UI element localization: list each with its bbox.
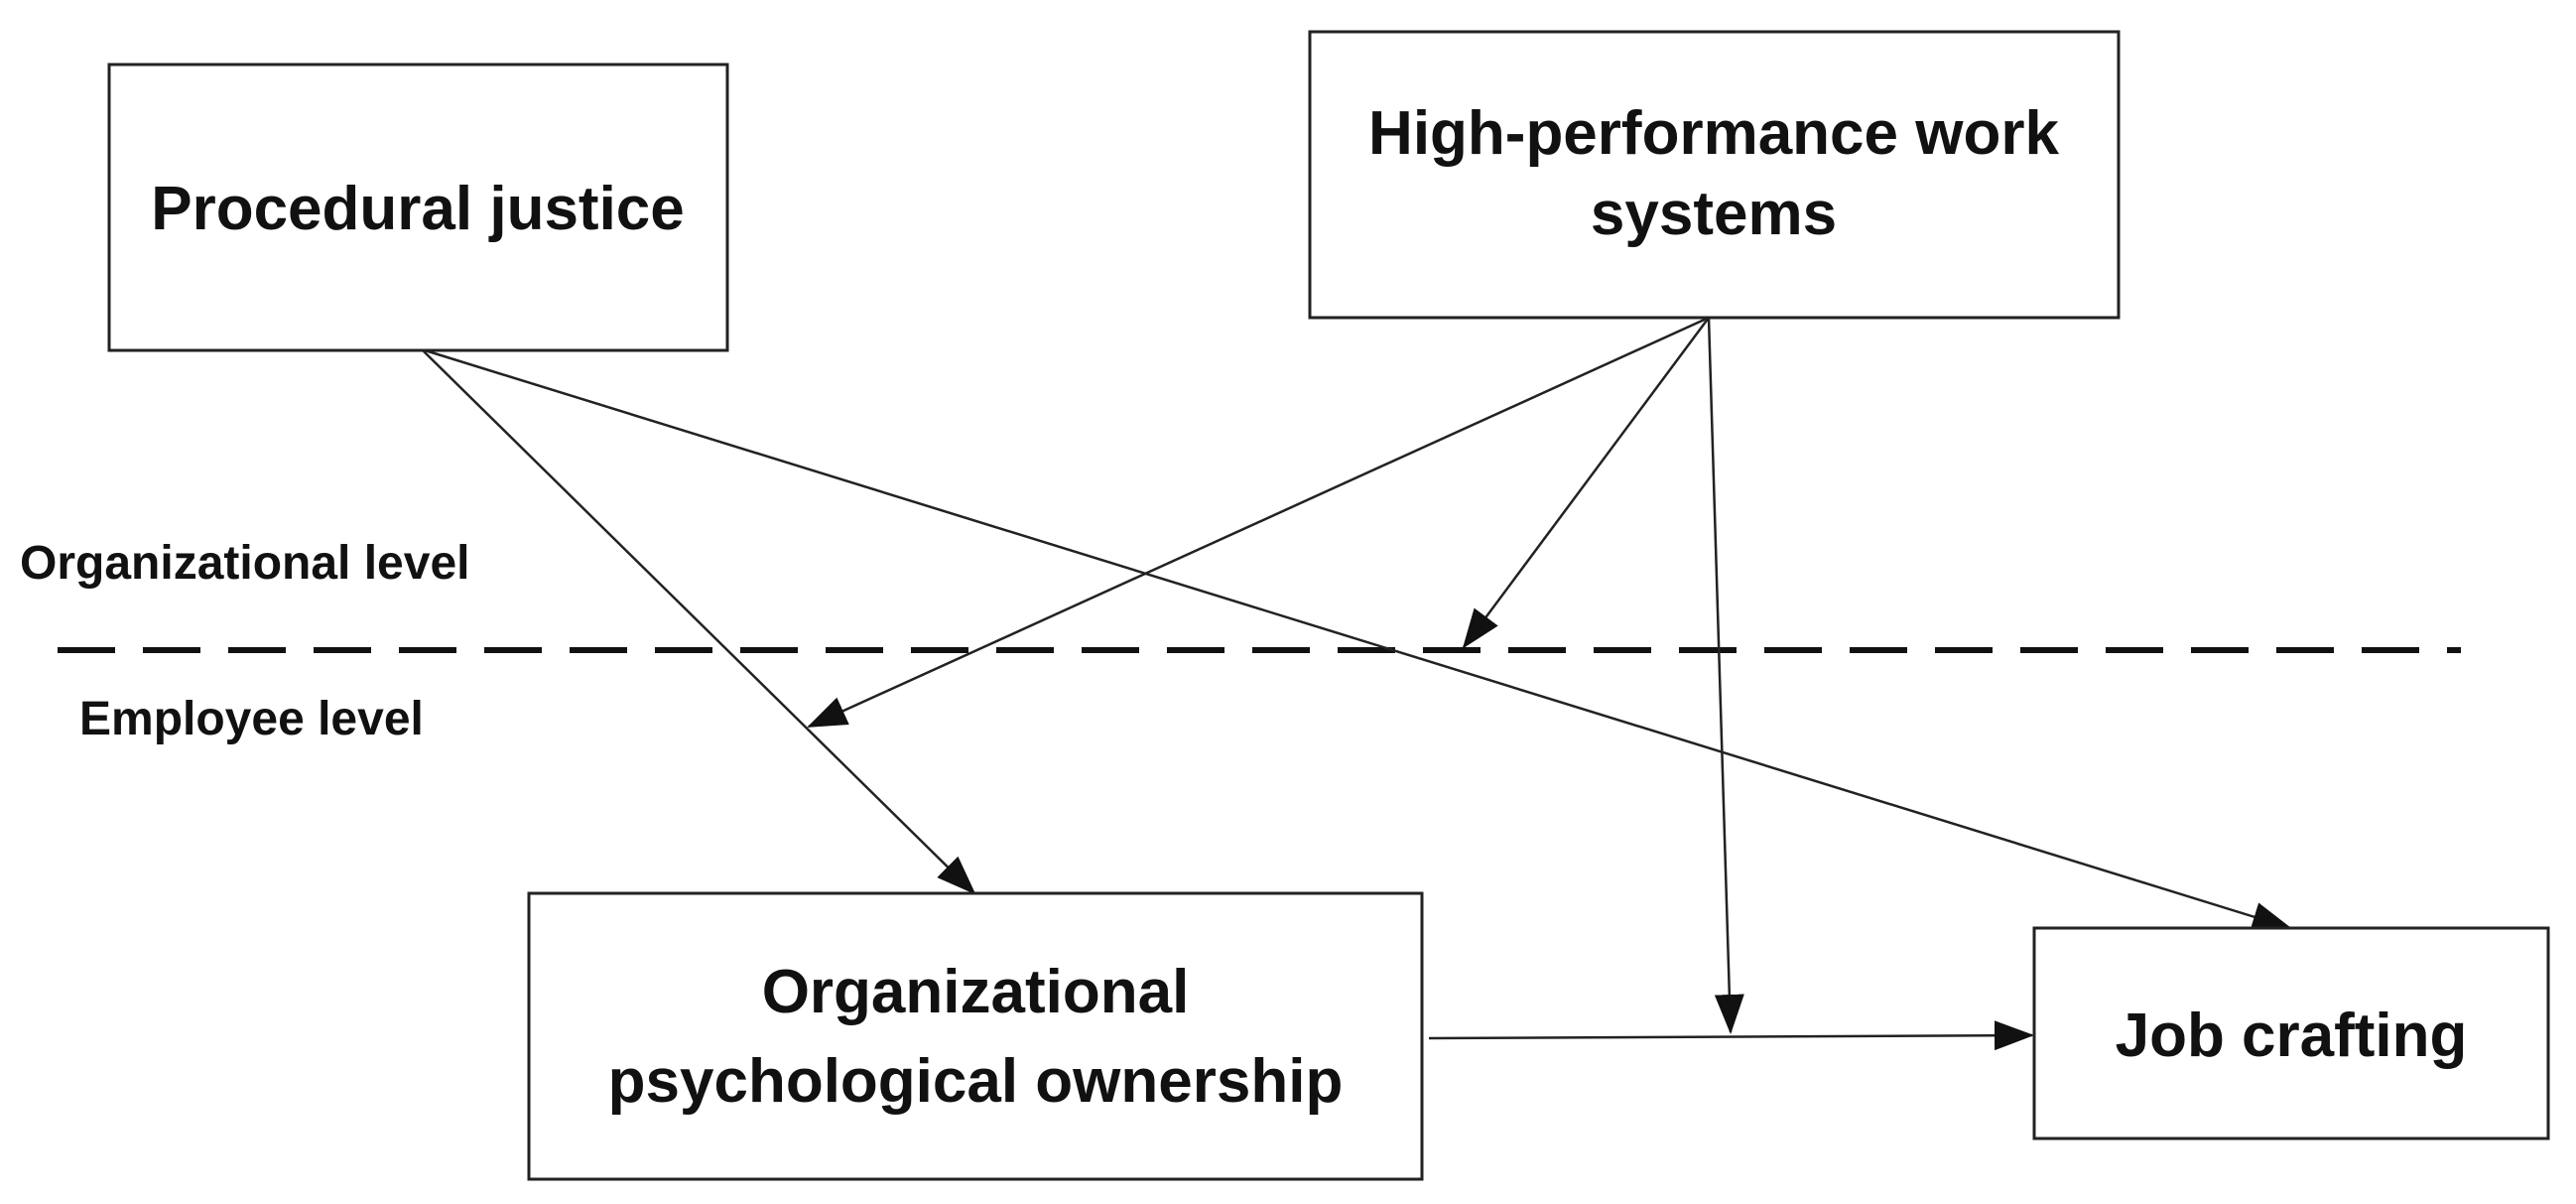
- arrow-hpws-moderates-pj-jc: [1462, 317, 1711, 649]
- job-crafting-label: Job crafting: [2116, 1002, 2468, 1070]
- opo-label-line-1: Organizational: [762, 958, 1190, 1026]
- procedural-justice-label: Procedural justice: [151, 175, 685, 243]
- box-high-performance-work-systems: High-performance work systems: [1308, 30, 2121, 320]
- employee-level-label: Employee level: [79, 693, 424, 745]
- box-job-crafting: Job crafting: [2032, 926, 2550, 1140]
- organizational-level-label: Organizational level: [20, 537, 469, 590]
- box-procedural-justice: Procedural justice: [107, 63, 729, 352]
- arrow-pj-to-jc: [421, 347, 2292, 932]
- hpws-label-line-1: High-performance work: [1368, 99, 2059, 168]
- arrow-opo-to-jc: [1428, 1020, 2034, 1051]
- box-organizational-psychological-ownership: Organizational psychological ownership: [527, 891, 1424, 1181]
- arrow-hpws-moderates-opo-jc: [1707, 317, 1744, 1034]
- opo-label-line-2: psychological ownership: [608, 1047, 1344, 1116]
- arrow-hpws-moderates-pj-opo: [807, 316, 1710, 729]
- hpws-label-line-2: systems: [1591, 180, 1837, 248]
- arrow-pj-to-opo: [421, 348, 976, 895]
